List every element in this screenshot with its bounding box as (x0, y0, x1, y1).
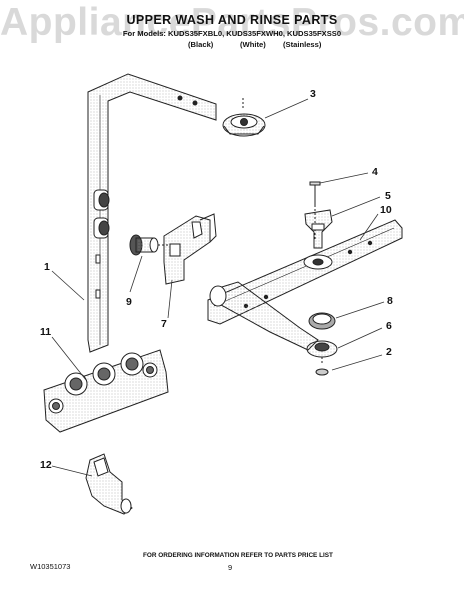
callout-10: 10 (380, 204, 392, 216)
finish-black: (Black) (188, 40, 214, 49)
spray-arm-nut-part (222, 98, 266, 137)
washer-part (315, 357, 329, 376)
callout-9: 9 (126, 296, 132, 308)
ordering-note: FOR ORDERING INFORMATION REFER TO PARTS … (143, 552, 333, 559)
callout-8: 8 (387, 295, 393, 307)
connector-part (85, 453, 133, 515)
callout-1: 1 (44, 261, 50, 273)
callout-4: 4 (372, 166, 378, 178)
leader-lines (51, 98, 385, 477)
hub-nut-part (306, 340, 338, 358)
finish-stainless: (Stainless) (283, 40, 322, 49)
callout-12: 12 (40, 459, 52, 471)
document-number: W10351073 (30, 562, 71, 571)
manifold-part (43, 349, 169, 433)
seal-ring-part (308, 312, 336, 330)
bearing-part (304, 209, 333, 249)
callout-6: 6 (386, 320, 392, 332)
watermark-text: AppliancePartsPros.com (0, 1, 464, 44)
page-number: 9 (228, 563, 233, 572)
callout-3: 3 (310, 88, 316, 100)
callout-5: 5 (385, 190, 391, 202)
finish-white: (White) (240, 40, 266, 49)
page-title: UPPER WASH AND RINSE PARTS (126, 13, 338, 27)
check-valve-part (129, 234, 175, 256)
callout-7: 7 (161, 318, 167, 330)
bracket-part (163, 213, 217, 285)
model-list: For Models: KUDS35FXBL0, KUDS35FXWH0, KU… (122, 29, 342, 38)
callout-2: 2 (386, 346, 392, 358)
supply-tube-part (87, 73, 217, 353)
callout-11: 11 (40, 326, 52, 338)
